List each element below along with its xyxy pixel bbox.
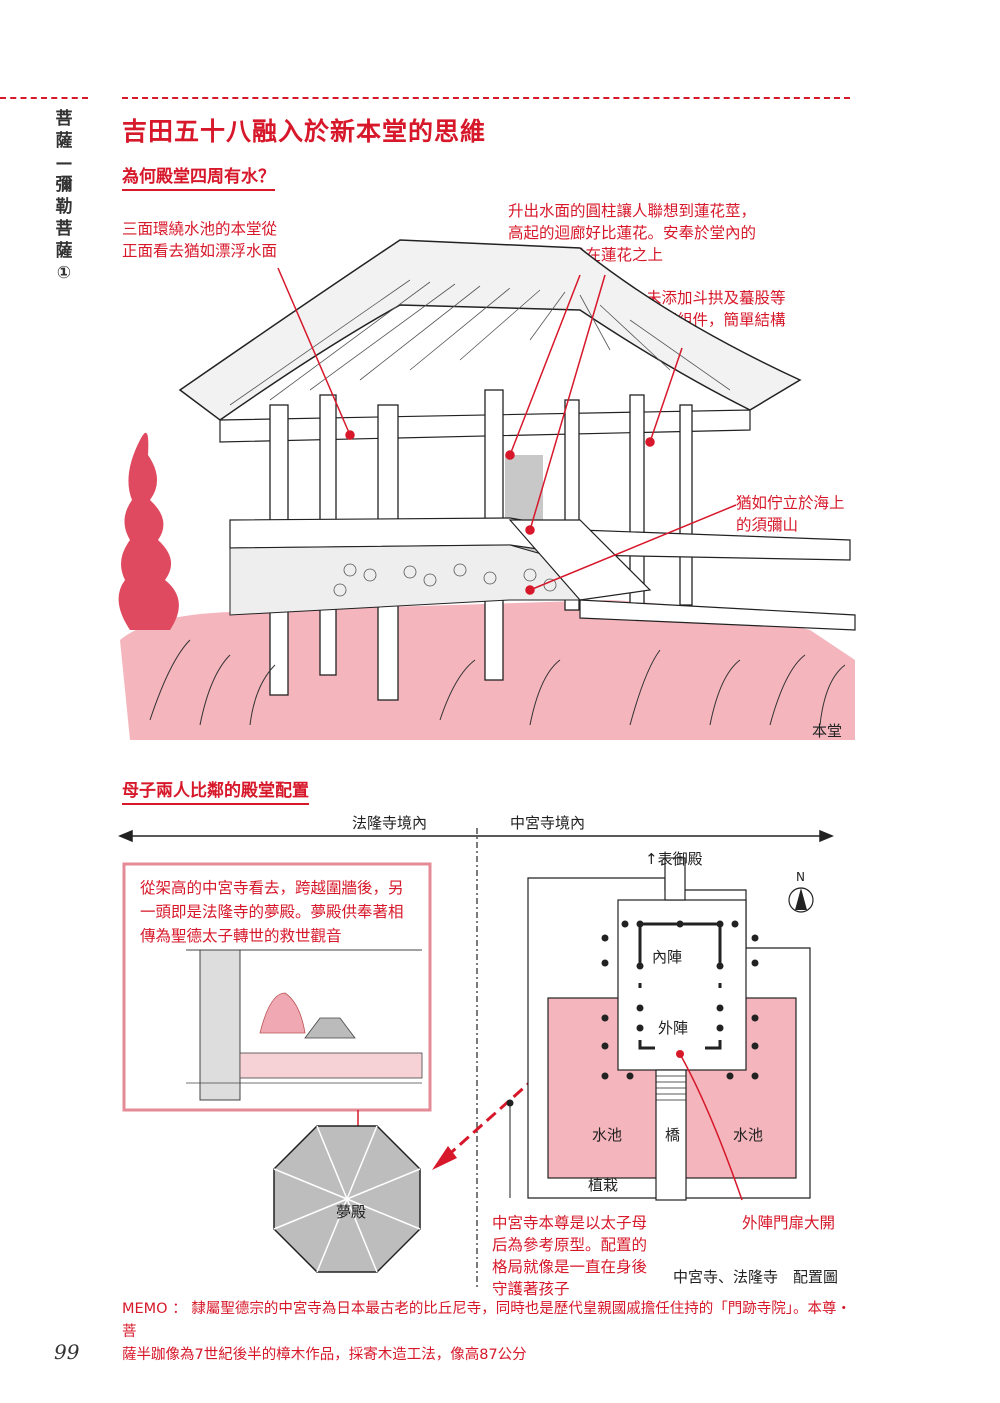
grass [149,639,846,726]
note-line: 守護著孩子 [492,1280,570,1298]
yumedono-label: 夢殿 [336,1203,367,1221]
view-box-text: 從架高的中宮寺看去，跨越圍牆後，另 一頭即是法隆寺的夢殿。夢殿供奉著相 傳為聖德… [140,876,404,948]
box-line: 傳為聖德太子轉世的救世觀音 [140,927,342,945]
sidebar-char: 薩 [55,131,73,151]
naijin-label: 內陣 [652,948,683,966]
section1-heading: 為何殿堂四周有水？ [122,162,275,191]
box-line: 從架高的中宮寺看去，跨越圍牆後，另 [140,879,404,897]
area-horyuji: 法隆寺境內 [352,814,428,832]
sidebar-char: 薩 [55,241,73,261]
note-line: 升出水面的圓柱讓人聯想到蓮花莖， [508,202,757,220]
sight-arrowhead [432,1146,457,1170]
top-dashed-rule-left [0,97,88,99]
hondo-illustration [118,239,856,740]
map-caption: 中宮寺、法隆寺 配置圖 [673,1268,839,1286]
view-sketch [186,949,423,1101]
to-omote-label: ↑表御殿 [645,850,703,868]
note-door-open: 外陣門扉大開 [742,1214,836,1232]
chapter-sidebar: 菩 薩 — 彌 勒 菩 薩 ① [52,108,76,284]
note-columns-lotus: 升出水面的圓柱讓人聯想到蓮花莖， 高起的迴廊好比蓮花。安奉於堂內的 本尊猶如坐在… [508,200,756,266]
sidebar-char: 菩 [55,219,73,239]
gejin-label: 外陣 [658,1019,689,1037]
note-sumeru: 猶如佇立於海上 的須彌山 [736,492,845,536]
note-honzon: 中宮寺本尊是以太子母 后為參考原型。配置的 格局就像是一直在身後 守護著孩子 [492,1212,647,1300]
pond-right-label: 水池 [733,1126,764,1144]
memo-line: 薩半跏像為7世紀後半的樟木作品，採寄木造工法，像高87公分 [122,1347,527,1363]
sidebar-char: ① [56,263,72,283]
section2-heading: 母子兩人比鄰的殿堂配置 [122,776,309,805]
sidebar-char: 彌 [55,175,73,195]
red-tree [118,432,179,630]
top-dashed-rule-right [122,97,850,99]
memo-text: MEMO ： 隸屬聖德宗的中宮寺為日本最古老的比丘尼寺，同時也是歷代皇親國戚擔任… [122,1298,852,1367]
leader-lines [277,267,737,595]
pond-left-label: 水池 [592,1126,623,1144]
page-number: 99 [54,1340,80,1364]
note-floating: 三面環繞水池的本堂從 正面看去猶如漂浮水面 [122,218,277,262]
sidebar-char: 勒 [55,197,73,217]
note-line: 格局就像是一直在身後 [492,1258,648,1276]
area-chuguji: 中宮寺境內 [510,814,586,832]
box-line: 一頭即是法隆寺的夢殿。夢殿供奉著相 [140,903,404,921]
sidebar-char: — [55,153,73,173]
walkway [579,599,856,631]
bridge-path [655,1069,687,1201]
layout-diagram [118,828,834,1288]
site-plan [506,857,814,1201]
roof-rafters [229,279,731,406]
sidebar-char: 菩 [55,109,73,129]
note-line: 未添加斗拱及蟇股等 [646,289,786,307]
note-line: 中宮寺本尊是以太子母 [492,1214,648,1232]
yumedono-octagon [273,1125,421,1273]
note-line: 的須彌山 [736,516,799,534]
bridge-label: 橋 [665,1126,681,1144]
note-line: 正面看去猶如漂浮水面 [122,242,278,260]
extent-arrow [118,829,834,843]
stairs [508,519,652,601]
note-line: 高起的迴廊好比蓮花。安奉於堂內的 [508,224,757,242]
north-label: N [796,870,805,884]
note-line: 后為參考原型。配置的 [492,1236,648,1254]
note-line: 猶如佇立於海上 [736,494,845,512]
roof [178,239,802,421]
page-title: 吉田五十八融入於新本堂的思維 [122,117,487,146]
note-line: 三面環繞水池的本堂從 [122,220,278,238]
planting-label: 植栽 [588,1176,619,1194]
memo-line: MEMO ： 隸屬聖德宗的中宮寺為日本最古老的比丘尼寺，同時也是歷代皇親國戚擔任… [122,1301,852,1340]
hondo-caption: 本堂 [812,722,843,740]
